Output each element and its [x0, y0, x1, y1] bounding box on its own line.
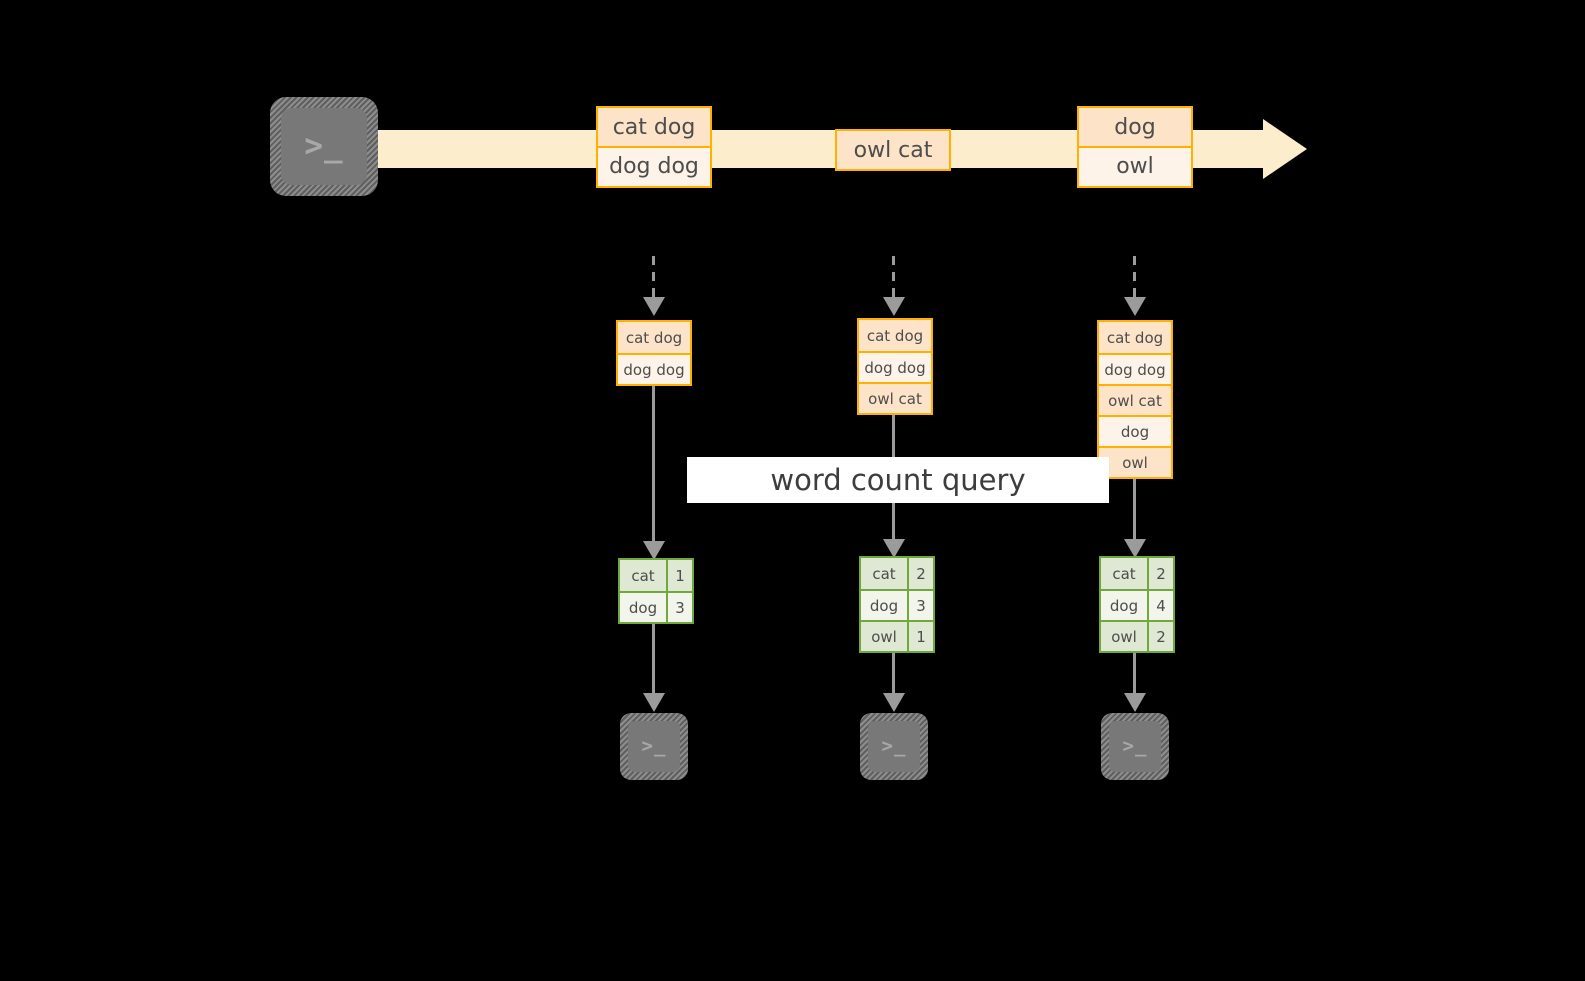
snapshot-input-2[interactable]: cat dog dog dog owl cat [857, 318, 933, 415]
stream-to-snapshot-arrowhead [883, 297, 905, 316]
terminal-screen [868, 721, 920, 772]
sink-arrowhead-3 [1124, 693, 1146, 712]
result-count: 1 [907, 622, 933, 651]
result-word: dog [1101, 591, 1147, 620]
result-word: cat [861, 558, 907, 589]
sink-terminal-1[interactable]: >_ [620, 713, 688, 780]
result-row: cat 2 [861, 558, 933, 589]
snapshot-input-line: dog dog [618, 353, 690, 384]
stream-event-line: dog [1079, 108, 1191, 146]
result-count: 4 [1147, 591, 1173, 620]
query-arrowhead-3 [1124, 539, 1146, 558]
result-count: 2 [907, 558, 933, 589]
snapshot-input-line: cat dog [618, 322, 690, 353]
stream-event-line: owl cat [837, 131, 949, 169]
terminal-prompt-glyph: >_ [1122, 735, 1148, 757]
snapshot-input-line: cat dog [1099, 322, 1171, 353]
result-word: owl [1101, 622, 1147, 651]
result-word: dog [861, 591, 907, 620]
snapshot-input-1[interactable]: cat dog dog dog [616, 320, 692, 386]
query-connector-3 [1133, 479, 1136, 541]
query-arrowhead-2 [883, 539, 905, 558]
result-word: owl [861, 622, 907, 651]
stream-to-snapshot-connector [892, 256, 895, 298]
snapshot-input-line: dog [1099, 415, 1171, 446]
sink-connector-3 [1133, 653, 1136, 694]
stream-event-line: owl [1079, 146, 1191, 184]
result-table-1[interactable]: cat 1 dog 3 [618, 558, 694, 624]
stream-event-1[interactable]: cat dog dog dog [596, 106, 712, 188]
stream-to-snapshot-connector [1133, 256, 1136, 298]
stream-event-line: cat dog [598, 108, 710, 146]
result-count: 3 [907, 591, 933, 620]
terminal-screen [1109, 721, 1161, 772]
snapshot-input-line: owl cat [1099, 384, 1171, 415]
stream-to-snapshot-connector [652, 256, 655, 298]
sink-terminal-2[interactable]: >_ [860, 713, 928, 780]
stream-to-snapshot-arrowhead [1124, 297, 1146, 316]
sink-terminal-3[interactable]: >_ [1101, 713, 1169, 780]
sink-arrowhead-2 [883, 693, 905, 712]
result-row: cat 1 [620, 560, 692, 591]
result-row: owl 2 [1101, 620, 1173, 651]
result-table-3[interactable]: cat 2 dog 4 owl 2 [1099, 556, 1175, 653]
query-connector-1 [652, 386, 655, 542]
result-row: dog 4 [1101, 589, 1173, 620]
query-arrowhead-1 [643, 541, 665, 560]
snapshot-input-line: dog dog [1099, 353, 1171, 384]
result-word: cat [620, 560, 666, 591]
sink-connector-2 [892, 653, 895, 694]
result-row: dog 3 [620, 591, 692, 622]
result-count: 3 [666, 593, 692, 622]
result-row: cat 2 [1101, 558, 1173, 589]
terminal-screen [281, 108, 367, 185]
result-table-2[interactable]: cat 2 dog 3 owl 1 [859, 556, 935, 653]
query-label-text: word count query [770, 463, 1026, 497]
snapshot-input-3[interactable]: cat dog dog dog owl cat dog owl [1097, 320, 1173, 479]
result-count: 2 [1147, 558, 1173, 589]
result-count: 1 [666, 560, 692, 591]
stream-to-snapshot-arrowhead [643, 297, 665, 316]
snapshot-input-line: cat dog [859, 320, 931, 351]
result-count: 2 [1147, 622, 1173, 651]
snapshot-input-line: dog dog [859, 351, 931, 382]
terminal-prompt-glyph: >_ [641, 735, 667, 757]
result-word: dog [620, 593, 666, 622]
result-word: cat [1101, 558, 1147, 589]
result-row: dog 3 [861, 589, 933, 620]
terminal-screen [628, 721, 680, 772]
sink-arrowhead-1 [643, 693, 665, 712]
query-label: word count query [687, 457, 1109, 503]
snapshot-input-line: owl [1099, 446, 1171, 477]
result-row: owl 1 [861, 620, 933, 651]
snapshot-input-line: owl cat [859, 382, 931, 413]
terminal-prompt-glyph: >_ [881, 735, 907, 757]
stream-arrow-head [1263, 119, 1307, 179]
source-terminal-icon[interactable]: >_ [270, 97, 378, 196]
terminal-prompt-glyph: >_ [304, 128, 344, 164]
sink-connector-1 [652, 624, 655, 694]
stream-event-line: dog dog [598, 146, 710, 184]
stream-event-2[interactable]: owl cat [835, 129, 951, 171]
stream-event-3[interactable]: dog owl [1077, 106, 1193, 188]
